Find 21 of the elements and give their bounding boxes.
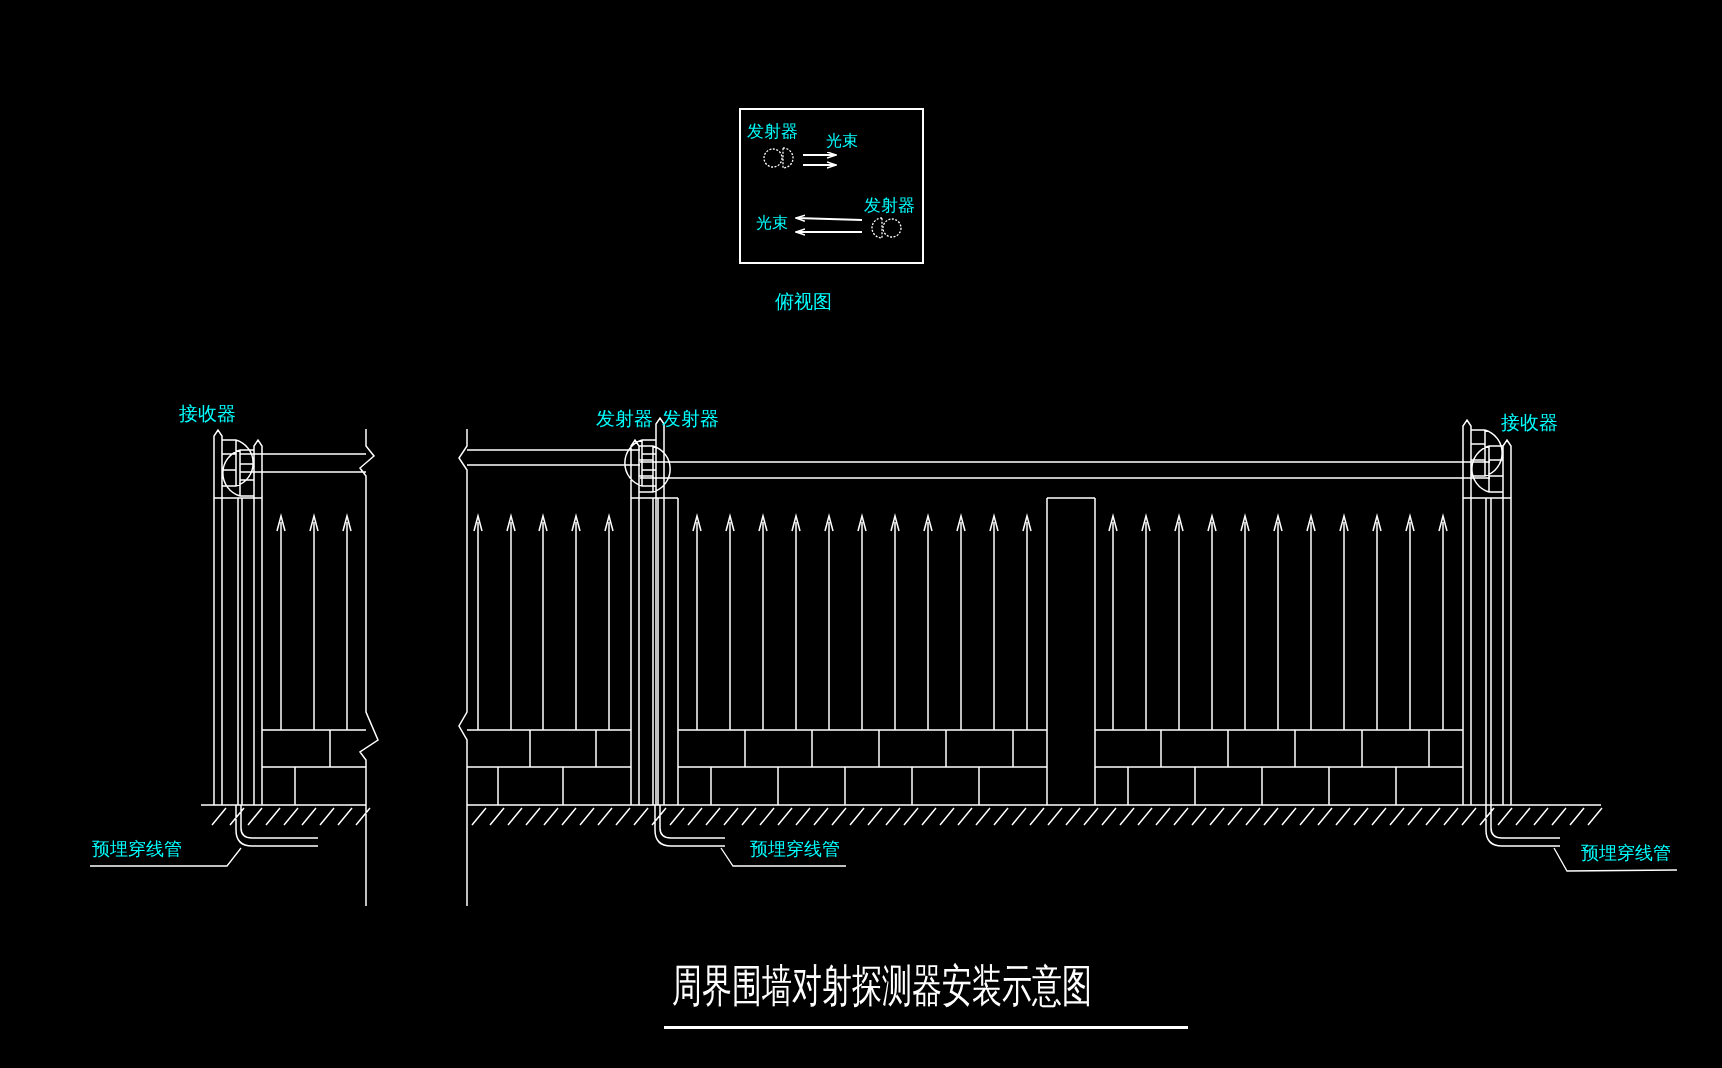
beam-arrow xyxy=(795,214,863,222)
beam-arrow xyxy=(802,161,837,169)
leader-line xyxy=(720,847,847,867)
pipe-label: 预埋穿线管 xyxy=(92,838,182,860)
inset-caption: 俯视图 xyxy=(775,290,832,312)
pipe-label: 预埋穿线管 xyxy=(1581,842,1671,864)
device-label: 发射器 xyxy=(596,407,653,429)
beam-arrow xyxy=(802,151,837,159)
device-label: 接收器 xyxy=(1501,411,1558,433)
edge-label: 光束 xyxy=(756,212,788,234)
title: 周界围墙对射探测器安装示意图 xyxy=(672,960,1092,1011)
leader-line xyxy=(89,847,242,867)
leader-line xyxy=(1553,847,1678,872)
device-label: 发射器 xyxy=(864,194,915,216)
device-label: 接收器 xyxy=(179,402,236,424)
pipe-label: 预埋穿线管 xyxy=(750,838,840,860)
device-label: 发射器 xyxy=(662,407,719,429)
device-label: 发射器 xyxy=(747,120,798,142)
edge-label: 光束 xyxy=(826,130,858,152)
inset-frame xyxy=(739,108,924,264)
beam-arrow xyxy=(795,228,863,236)
